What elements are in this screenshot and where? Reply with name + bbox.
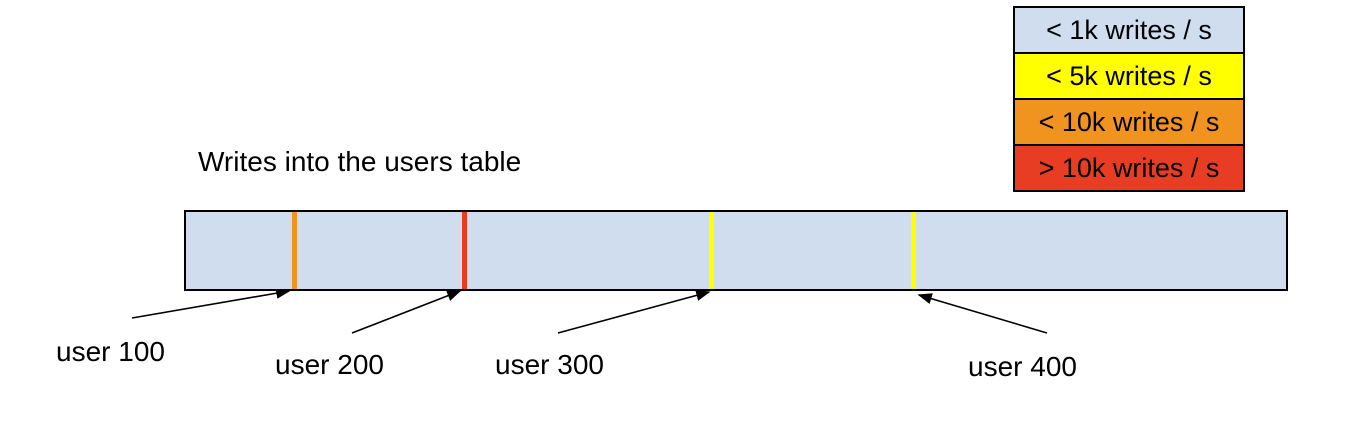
pointer-arrow-1 bbox=[351, 290, 462, 334]
legend-item-1: < 5k writes / s bbox=[1013, 52, 1245, 100]
legend-item-label: < 1k writes / s bbox=[1046, 14, 1212, 45]
legend-item-label: < 5k writes / s bbox=[1046, 60, 1212, 91]
write-rate-marker-user-100 bbox=[292, 212, 297, 289]
user-label-user-300: user 300 bbox=[495, 349, 604, 380]
legend-item-2: < 10k writes / s bbox=[1013, 98, 1245, 146]
user-label-user-400: user 400 bbox=[968, 351, 1077, 382]
legend-item-3: > 10k writes / s bbox=[1013, 144, 1245, 192]
pointer-arrow-2 bbox=[557, 289, 711, 334]
users-table-bar bbox=[184, 210, 1288, 291]
write-rate-marker-user-300 bbox=[709, 212, 714, 289]
user-label-user-200: user 200 bbox=[275, 349, 384, 380]
write-rate-marker-user-200 bbox=[462, 212, 467, 289]
pointer-arrow-0 bbox=[131, 287, 291, 319]
legend-item-label: > 10k writes / s bbox=[1038, 152, 1220, 183]
write-rate-legend: < 1k writes / s < 5k writes / s < 10k writ… bbox=[1013, 6, 1245, 192]
diagram-title: Writes into the users table bbox=[198, 146, 522, 177]
write-rate-marker-user-400 bbox=[911, 212, 916, 289]
user-label-user-100: user 100 bbox=[56, 336, 165, 367]
pointer-arrow-3 bbox=[917, 293, 1048, 334]
legend-item-label: < 10k writes / s bbox=[1038, 106, 1220, 137]
legend-item-0: < 1k writes / s bbox=[1013, 6, 1245, 54]
